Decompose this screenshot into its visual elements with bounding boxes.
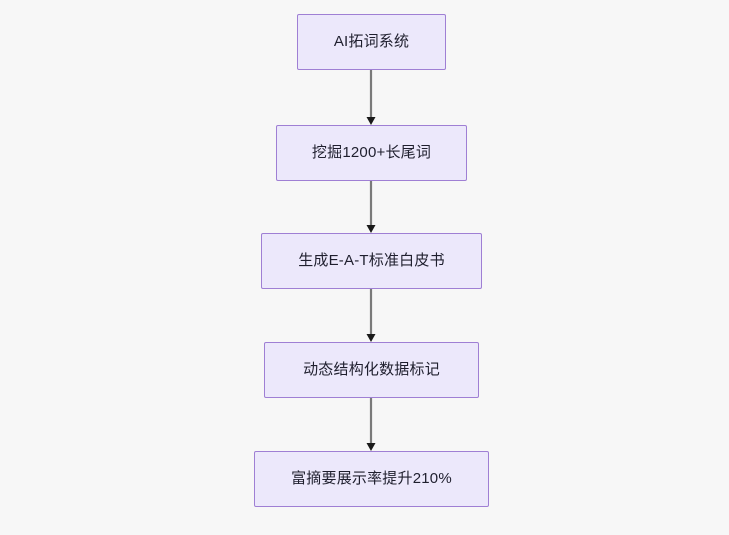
flow-node-label: 富摘要展示率提升210% [291, 470, 452, 487]
arrowhead-down-icon [366, 443, 376, 451]
flow-node-label: 动态结构化数据标记 [303, 361, 440, 378]
arrowhead-down-icon [366, 334, 376, 342]
flow-node-rich-snippet-impression-uplift[interactable]: 富摘要展示率提升210% [254, 451, 489, 507]
flow-node-ai-keyword-system[interactable]: AI拓词系统 [297, 14, 446, 70]
flow-node-mine-longtail-keywords[interactable]: 挖掘1200+长尾词 [276, 125, 467, 181]
flow-node-generate-eat-whitepaper[interactable]: 生成E-A-T标准白皮书 [261, 233, 482, 289]
flow-node-dynamic-structured-data-markup[interactable]: 动态结构化数据标记 [264, 342, 479, 398]
flow-node-label: AI拓词系统 [333, 33, 410, 50]
flow-node-label: 挖掘1200+长尾词 [311, 144, 432, 161]
edge-n4-n5 [366, 398, 376, 451]
arrowhead-down-icon [366, 117, 376, 125]
edge-n2-n3 [366, 181, 376, 233]
flow-node-label: 生成E-A-T标准白皮书 [298, 252, 445, 269]
arrowhead-down-icon [366, 225, 376, 233]
edge-n3-n4 [366, 289, 376, 342]
edge-n1-n2 [366, 70, 376, 125]
